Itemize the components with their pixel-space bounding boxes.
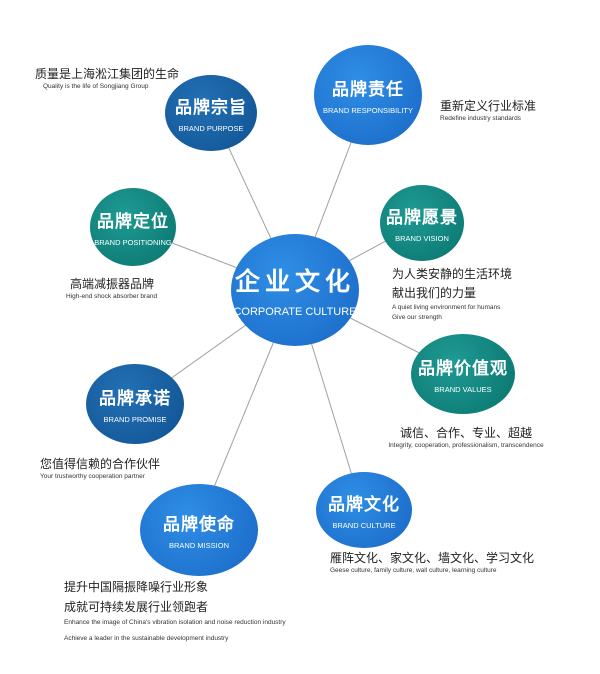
node-subtitle: BRAND CULTURE <box>332 521 396 530</box>
node-subtitle: BRAND PROMISE <box>103 415 167 424</box>
desc-cn: 诚信、合作、专业、超越 <box>399 426 532 440</box>
desc-en: A quiet living environment for humans <box>392 304 501 311</box>
desc-brand-culture: 雁阵文化、家文化、墙文化、学习文化 Geese culture, family … <box>330 550 534 576</box>
desc-cn: 成就可持续发展行业领跑者 <box>64 600 209 614</box>
center-subtitle: CORPORATE CULTURE <box>233 306 357 318</box>
desc-cn: 重新定义行业标准 <box>440 99 537 113</box>
node-brand-culture: 品牌文化 BRAND CULTURE <box>316 472 412 548</box>
desc-en: Enhance the image of China's vibration i… <box>64 619 286 626</box>
desc-brand-values: 诚信、合作、专业、超越 Integrity, cooperation, prof… <box>382 425 550 451</box>
node-title: 品牌文化 <box>328 495 400 515</box>
node-subtitle: BRAND RESPONSIBILITY <box>322 106 414 115</box>
node-brand-positioning: 品牌定位 BRAND POSITIONING <box>90 188 176 266</box>
node-subtitle: BRAND POSITIONING <box>94 238 172 247</box>
desc-en: Give our strength <box>392 314 442 321</box>
center-node-corporate-culture: 企业文化 CORPORATE CULTURE <box>231 234 359 346</box>
desc-cn: 您值得信赖的合作伙伴 <box>40 457 161 471</box>
node-title: 品牌宗旨 <box>175 98 247 118</box>
desc-cn: 献出我们的力量 <box>392 286 477 300</box>
node-title: 品牌使命 <box>163 515 235 535</box>
node-brand-values: 品牌价值观 BRAND VALUES <box>411 334 515 414</box>
desc-brand-responsibility: 重新定义行业标准 Redefine industry standards <box>440 98 536 124</box>
desc-brand-vision: 为人类安静的生活环境 献出我们的力量 A quiet living enviro… <box>392 266 512 323</box>
center-title: 企业文化 <box>234 267 355 296</box>
desc-brand-mission: 提升中国隔振降噪行业形象 成就可持续发展行业领跑者 Enhance the im… <box>64 579 286 644</box>
desc-en: High-end shock absorber brand <box>66 293 158 300</box>
desc-en: Redefine industry standards <box>440 115 521 122</box>
desc-cn: 质量是上海淞江集团的生命 <box>35 67 180 81</box>
node-title: 品牌价值观 <box>418 359 508 379</box>
node-title: 品牌承诺 <box>99 389 171 409</box>
node-brand-promise: 品牌承诺 BRAND PROMISE <box>86 364 184 444</box>
node-title: 品牌愿景 <box>386 208 458 228</box>
desc-brand-promise: 您值得信赖的合作伙伴 Your trustworthy cooperation … <box>40 456 160 482</box>
node-brand-responsibility: 品牌责任 BRAND RESPONSIBILITY <box>314 45 422 145</box>
desc-en: Geese culture, family culture, wall cult… <box>330 567 497 574</box>
desc-en: Achieve a leader in the sustainable deve… <box>64 635 229 642</box>
desc-cn: 为人类安静的生活环境 <box>392 267 513 281</box>
desc-cn: 高端减振器品牌 <box>70 277 155 291</box>
node-brand-mission: 品牌使命 BRAND MISSION <box>140 484 258 576</box>
node-title: 品牌责任 <box>332 80 404 100</box>
node-subtitle: BRAND VISION <box>395 234 449 243</box>
desc-brand-positioning: 高端减振器品牌 High-end shock absorber brand <box>66 276 157 302</box>
node-subtitle: BRAND VALUES <box>434 385 492 394</box>
desc-en: Integrity, cooperation, professionalism,… <box>388 442 544 449</box>
desc-cn: 雁阵文化、家文化、墙文化、学习文化 <box>330 551 535 565</box>
node-subtitle: BRAND PURPOSE <box>178 124 244 133</box>
desc-cn: 提升中国隔振降噪行业形象 <box>64 580 209 594</box>
desc-en: Quality is the life of Songjiang Group <box>43 83 149 90</box>
node-subtitle: BRAND MISSION <box>168 541 229 550</box>
node-brand-vision: 品牌愿景 BRAND VISION <box>380 185 464 261</box>
desc-brand-purpose: 质量是上海淞江集团的生命 Quality is the life of Song… <box>35 66 179 92</box>
node-brand-purpose: 品牌宗旨 BRAND PURPOSE <box>165 75 257 151</box>
desc-en: Your trustworthy cooperation partner <box>40 473 145 480</box>
node-title: 品牌定位 <box>97 212 169 232</box>
